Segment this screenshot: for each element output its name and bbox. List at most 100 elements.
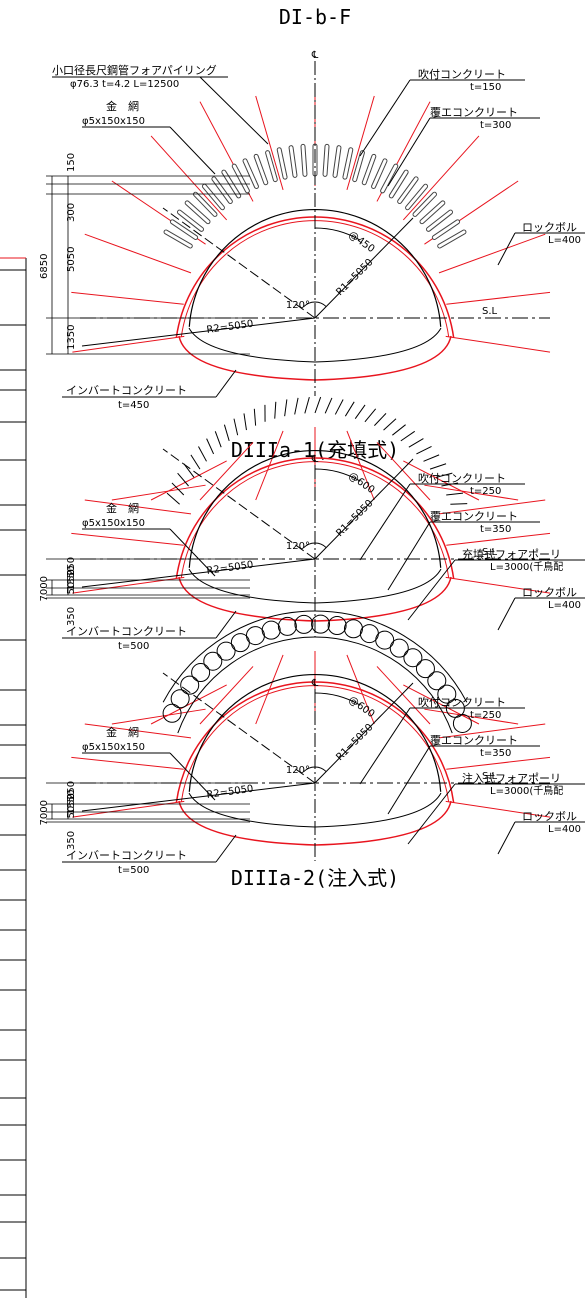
rock-bolt [84, 499, 192, 515]
grout-bulb [203, 651, 223, 671]
spring-line-label: S.L [482, 771, 498, 782]
shotcrete-label: 吹付コンクリート [418, 472, 506, 485]
grout-bulb [437, 684, 457, 704]
spring-line-label: S.L [482, 547, 498, 558]
mesh-spec: φ5x150x150 [82, 742, 145, 753]
pitch-arc [314, 468, 361, 482]
forepiling-pipe-core [426, 210, 453, 231]
invert-label: インバートコンクリート [66, 384, 187, 397]
grout-bulb [294, 614, 314, 634]
lining-label: 覆エコンクリート [430, 734, 518, 747]
radius-line-r2 [81, 317, 316, 347]
forepoling-label: 注入式フォアポーリ [462, 771, 561, 785]
invert-thickness: t=500 [118, 865, 149, 876]
rock-bolt [150, 684, 227, 725]
dim-1: 150 [66, 153, 77, 172]
callouts [62, 483, 585, 639]
forepoling-tick [214, 431, 222, 448]
lining-inner [188, 209, 442, 327]
leader [215, 610, 237, 639]
lining-thickness: t=300 [480, 120, 511, 131]
callouts [52, 76, 585, 398]
lining-inner [188, 674, 442, 792]
grout-bulb [427, 671, 447, 691]
leader [215, 369, 237, 398]
section-3: DIIIa-2(注入式)℄S.LR1=5050R2=5050120°@60025… [39, 610, 585, 890]
leader [497, 232, 516, 266]
forepiling-pipe-core [432, 220, 460, 239]
lining-label: 覆エコンクリート [430, 106, 518, 119]
dim-1: 250 [66, 557, 77, 576]
grout-bulb [230, 633, 250, 653]
leader [387, 745, 431, 815]
rock-bolt [72, 335, 185, 353]
angle-label: 120° [286, 300, 310, 311]
grout-bulb [311, 614, 331, 634]
leader [359, 707, 411, 785]
radius-line-r2 [81, 782, 316, 812]
leader [359, 483, 411, 561]
rock-bolt [71, 756, 184, 770]
centerline-mark: ℄ [311, 678, 319, 689]
forepiling-pipe-core [333, 146, 341, 177]
forepiling-pipe-core [164, 230, 192, 248]
forepiling-pipe-core [266, 151, 277, 182]
forepiling-pipe-core [398, 177, 418, 204]
forepoling-spec: L=3000(千鳥配 [490, 560, 563, 573]
forepiling-pipe-core [420, 201, 445, 224]
forepoling-tick [314, 396, 322, 414]
grout-bulb [343, 619, 363, 639]
grout-bulb [277, 616, 297, 636]
forepoling-tick [416, 446, 432, 455]
dim-3: 5050 [66, 247, 77, 272]
leader [387, 521, 431, 591]
rock-bolt [446, 291, 551, 305]
shotcrete-thickness: t=250 [470, 710, 501, 721]
forepiling-pipe-core [170, 220, 198, 239]
r1-label: R1=5050 [334, 722, 375, 763]
dim-3: 5050 [66, 569, 77, 594]
callouts [62, 707, 585, 863]
grout-bulb [162, 703, 182, 723]
leader [407, 559, 456, 621]
forepiling-pipe-core [343, 148, 353, 179]
side-table [0, 257, 27, 1298]
rock-bolt [376, 666, 431, 725]
dim-4: 1350 [66, 325, 77, 350]
rock-bolt [446, 532, 551, 546]
rock-bolt [111, 484, 206, 501]
lining-inner [188, 450, 442, 568]
rock-bolt [403, 460, 480, 501]
forepiling-pipe-core [194, 192, 217, 216]
forepoling-tick [190, 454, 201, 470]
rockbolt-length: L=400 [548, 235, 581, 246]
radius-line [162, 448, 316, 560]
rock-bolt [445, 335, 551, 353]
forepoling-tick [223, 424, 230, 442]
dim-1: 250 [66, 781, 77, 800]
forepoling-tick [364, 408, 377, 423]
rock-bolt [255, 95, 284, 191]
mesh-label: 金 網 [106, 99, 139, 113]
forepoling-spec: L=3000(千鳥配 [490, 784, 563, 797]
rock-bolt [150, 460, 227, 501]
rock-bolt [199, 666, 254, 725]
forepiling-pipe-core [232, 164, 249, 193]
forepoling-tick [177, 472, 189, 487]
invert-thickness: t=500 [118, 641, 149, 652]
rock-bolt [446, 756, 551, 770]
forepiling-pipe-core [177, 210, 204, 231]
grout-bulb [327, 616, 347, 636]
forepoling-tick [304, 396, 310, 414]
rock-bolt [71, 532, 184, 546]
rockbolt-label: ロックボル [522, 586, 577, 599]
forepoling-tick [446, 492, 464, 496]
grout-outer-arc [162, 610, 468, 703]
rock-bolt [199, 442, 254, 501]
forepiling-pipe-core [389, 170, 408, 198]
dimensions [46, 782, 250, 823]
forepiling-pipe-core [202, 184, 224, 210]
forepoling-tick [166, 492, 180, 505]
leader [169, 528, 216, 577]
section-1: DI-b-F℄S.LR1=5050R2=5050120°@45015030050… [39, 5, 585, 411]
